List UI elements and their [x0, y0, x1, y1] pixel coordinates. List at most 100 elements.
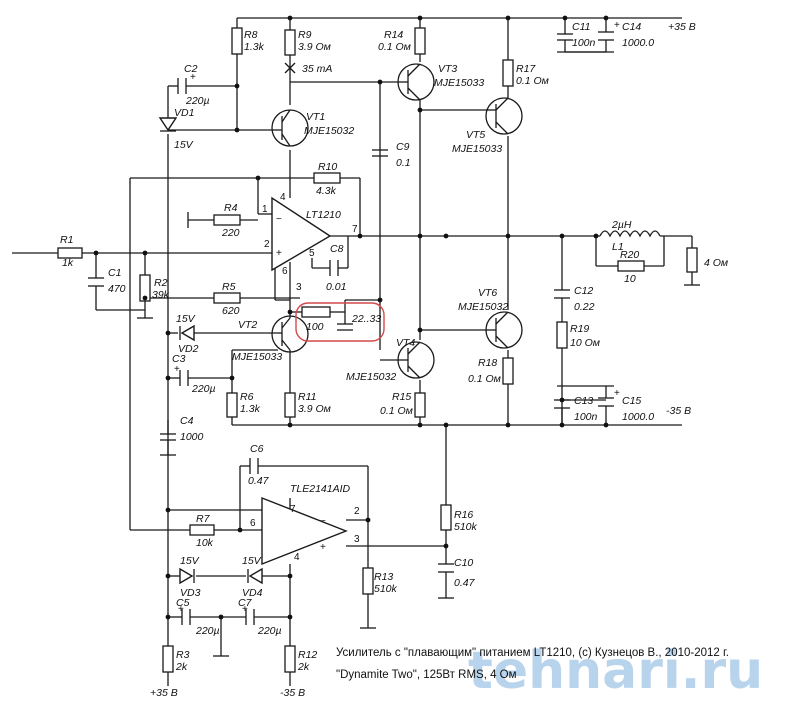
resistor-r14 — [414, 27, 426, 55]
label-c14-value: 1000.0 — [622, 37, 654, 49]
label-lt1210: LT1210 — [306, 209, 341, 221]
opamp-tle2141 — [261, 496, 348, 566]
resistor-r16 — [440, 504, 452, 531]
resistor-r20 — [617, 260, 645, 272]
pin-u2-4: 4 — [294, 552, 300, 563]
label-r5-value: 620 — [222, 305, 240, 317]
svg-text:−: − — [276, 214, 282, 225]
watermark: tehnari.ru — [468, 641, 763, 701]
label-vt4: VT4 — [396, 337, 415, 349]
label-r8-value: 1.3k — [244, 41, 265, 53]
label-r20: R20 — [620, 249, 639, 261]
transistors — [271, 63, 523, 379]
label-c6: C6 — [250, 443, 264, 455]
pin-u1-5: 5 — [309, 248, 315, 259]
label-r14-value: 0.1 Ом — [378, 41, 411, 53]
label-cx-value: 22..33 — [351, 313, 381, 325]
diode-vd4 — [248, 567, 263, 585]
svg-text:−: − — [320, 516, 326, 527]
label-r3-value: 2k — [175, 661, 188, 673]
label-c5: C5 — [176, 597, 190, 609]
label-l1-value: 2µH — [611, 219, 632, 231]
resistors — [57, 27, 698, 673]
diode-vd2 — [180, 324, 195, 342]
resistor-r7 — [189, 524, 215, 536]
label-tle2141: TLE2141AID — [290, 483, 351, 495]
label-c2: C2 — [184, 63, 198, 75]
wires — [12, 17, 693, 686]
label-c11-value: 100n — [572, 37, 596, 49]
label-load: 4 Ом — [704, 257, 728, 269]
svg-text:+: + — [174, 364, 180, 375]
label-r3: R3 — [176, 649, 190, 661]
label-vd3: VD3 — [180, 587, 201, 599]
resistor-r4 — [213, 214, 241, 226]
label-vd4-value: 15V — [242, 555, 262, 567]
resistor-r5 — [213, 292, 241, 304]
label-r1: R1 — [60, 234, 73, 246]
label-vd1-value: 15V — [174, 139, 194, 151]
label-vt2: VT2 — [238, 319, 257, 331]
pin-u2-2: 2 — [354, 506, 360, 517]
label-c13: C13 — [574, 395, 593, 407]
label-vt2-value: MJE15033 — [232, 351, 282, 363]
svg-text:+: + — [242, 604, 248, 615]
label-vd4: VD4 — [242, 587, 263, 599]
label-c15-value: 1000.0 — [622, 411, 654, 423]
resistor-r12 — [284, 645, 296, 673]
label-c1: C1 — [108, 267, 121, 279]
label-r6-value: 1.3k — [240, 403, 261, 415]
label-r14: R14 — [384, 29, 403, 41]
label-current: 35 mA — [302, 63, 332, 75]
label-vt4-value: MJE15032 — [346, 371, 396, 383]
label-vt3-value: MJE15033 — [434, 77, 484, 89]
pin-u1-3: 3 — [296, 282, 302, 293]
diodes — [158, 117, 263, 585]
label-r10-value: 4.3k — [316, 185, 337, 197]
inductor-l1 — [599, 230, 661, 238]
resistor-r13 — [362, 567, 374, 595]
label-c10: C10 — [454, 557, 473, 569]
resistor-r9 — [284, 29, 296, 56]
caption-line2: "Dynamite Two", 125Вт RMS, 4 Ом — [336, 669, 517, 681]
svg-text:+: + — [320, 542, 326, 553]
label-vpos-top: +35 В — [668, 21, 696, 33]
label-vt6-value: MJE15032 — [458, 301, 508, 313]
label-r15-value: 0.1 Ом — [380, 405, 413, 417]
label-vd2: VD2 — [178, 343, 199, 355]
resistor-r8 — [231, 27, 243, 55]
label-c9-value: 0.1 — [396, 157, 411, 169]
pin-u2-7: 7 — [290, 504, 296, 515]
resistor-rx — [301, 306, 331, 318]
pin-u1-6: 6 — [282, 266, 288, 277]
component-labels: R1 1k C1 470 R2 39k R8 1.3k R9 3.9 Ом 35… — [60, 21, 728, 699]
label-r15: R15 — [392, 391, 411, 403]
label-r20-value: 10 — [624, 273, 636, 285]
label-c4: C4 — [180, 415, 194, 427]
label-r7-value: 10k — [196, 537, 214, 549]
label-r18-value: 0.1 Ом — [468, 373, 501, 385]
svg-text:+: + — [190, 72, 196, 83]
diode-vd3 — [179, 567, 194, 585]
label-c7: C7 — [238, 597, 253, 609]
opamp-lt1210 — [271, 196, 332, 272]
label-c3: C3 — [172, 353, 186, 365]
label-vneg-bottom: -35 В — [280, 687, 305, 699]
label-vt1-value: MJE15032 — [304, 125, 354, 137]
label-c10-value: 0.47 — [454, 577, 476, 589]
transistor-vt1 — [271, 109, 309, 147]
label-c5-value: 220µ — [195, 625, 220, 637]
label-r5: R5 — [222, 281, 236, 293]
label-c8-value: 0.01 — [326, 281, 346, 293]
label-c3-value: 220µ — [191, 383, 216, 395]
pin-u1-7: 7 — [352, 224, 358, 235]
label-r8: R8 — [244, 29, 258, 41]
label-c14: C14 — [622, 21, 641, 33]
transistor-vt5 — [485, 97, 523, 135]
resistor-r10 — [313, 172, 341, 184]
label-c15: C15 — [622, 395, 641, 407]
label-r4-value: 220 — [221, 227, 240, 239]
pin-u1-1: 1 — [262, 204, 268, 215]
label-r12-value: 2k — [297, 661, 310, 673]
resistor-r15 — [414, 392, 426, 418]
